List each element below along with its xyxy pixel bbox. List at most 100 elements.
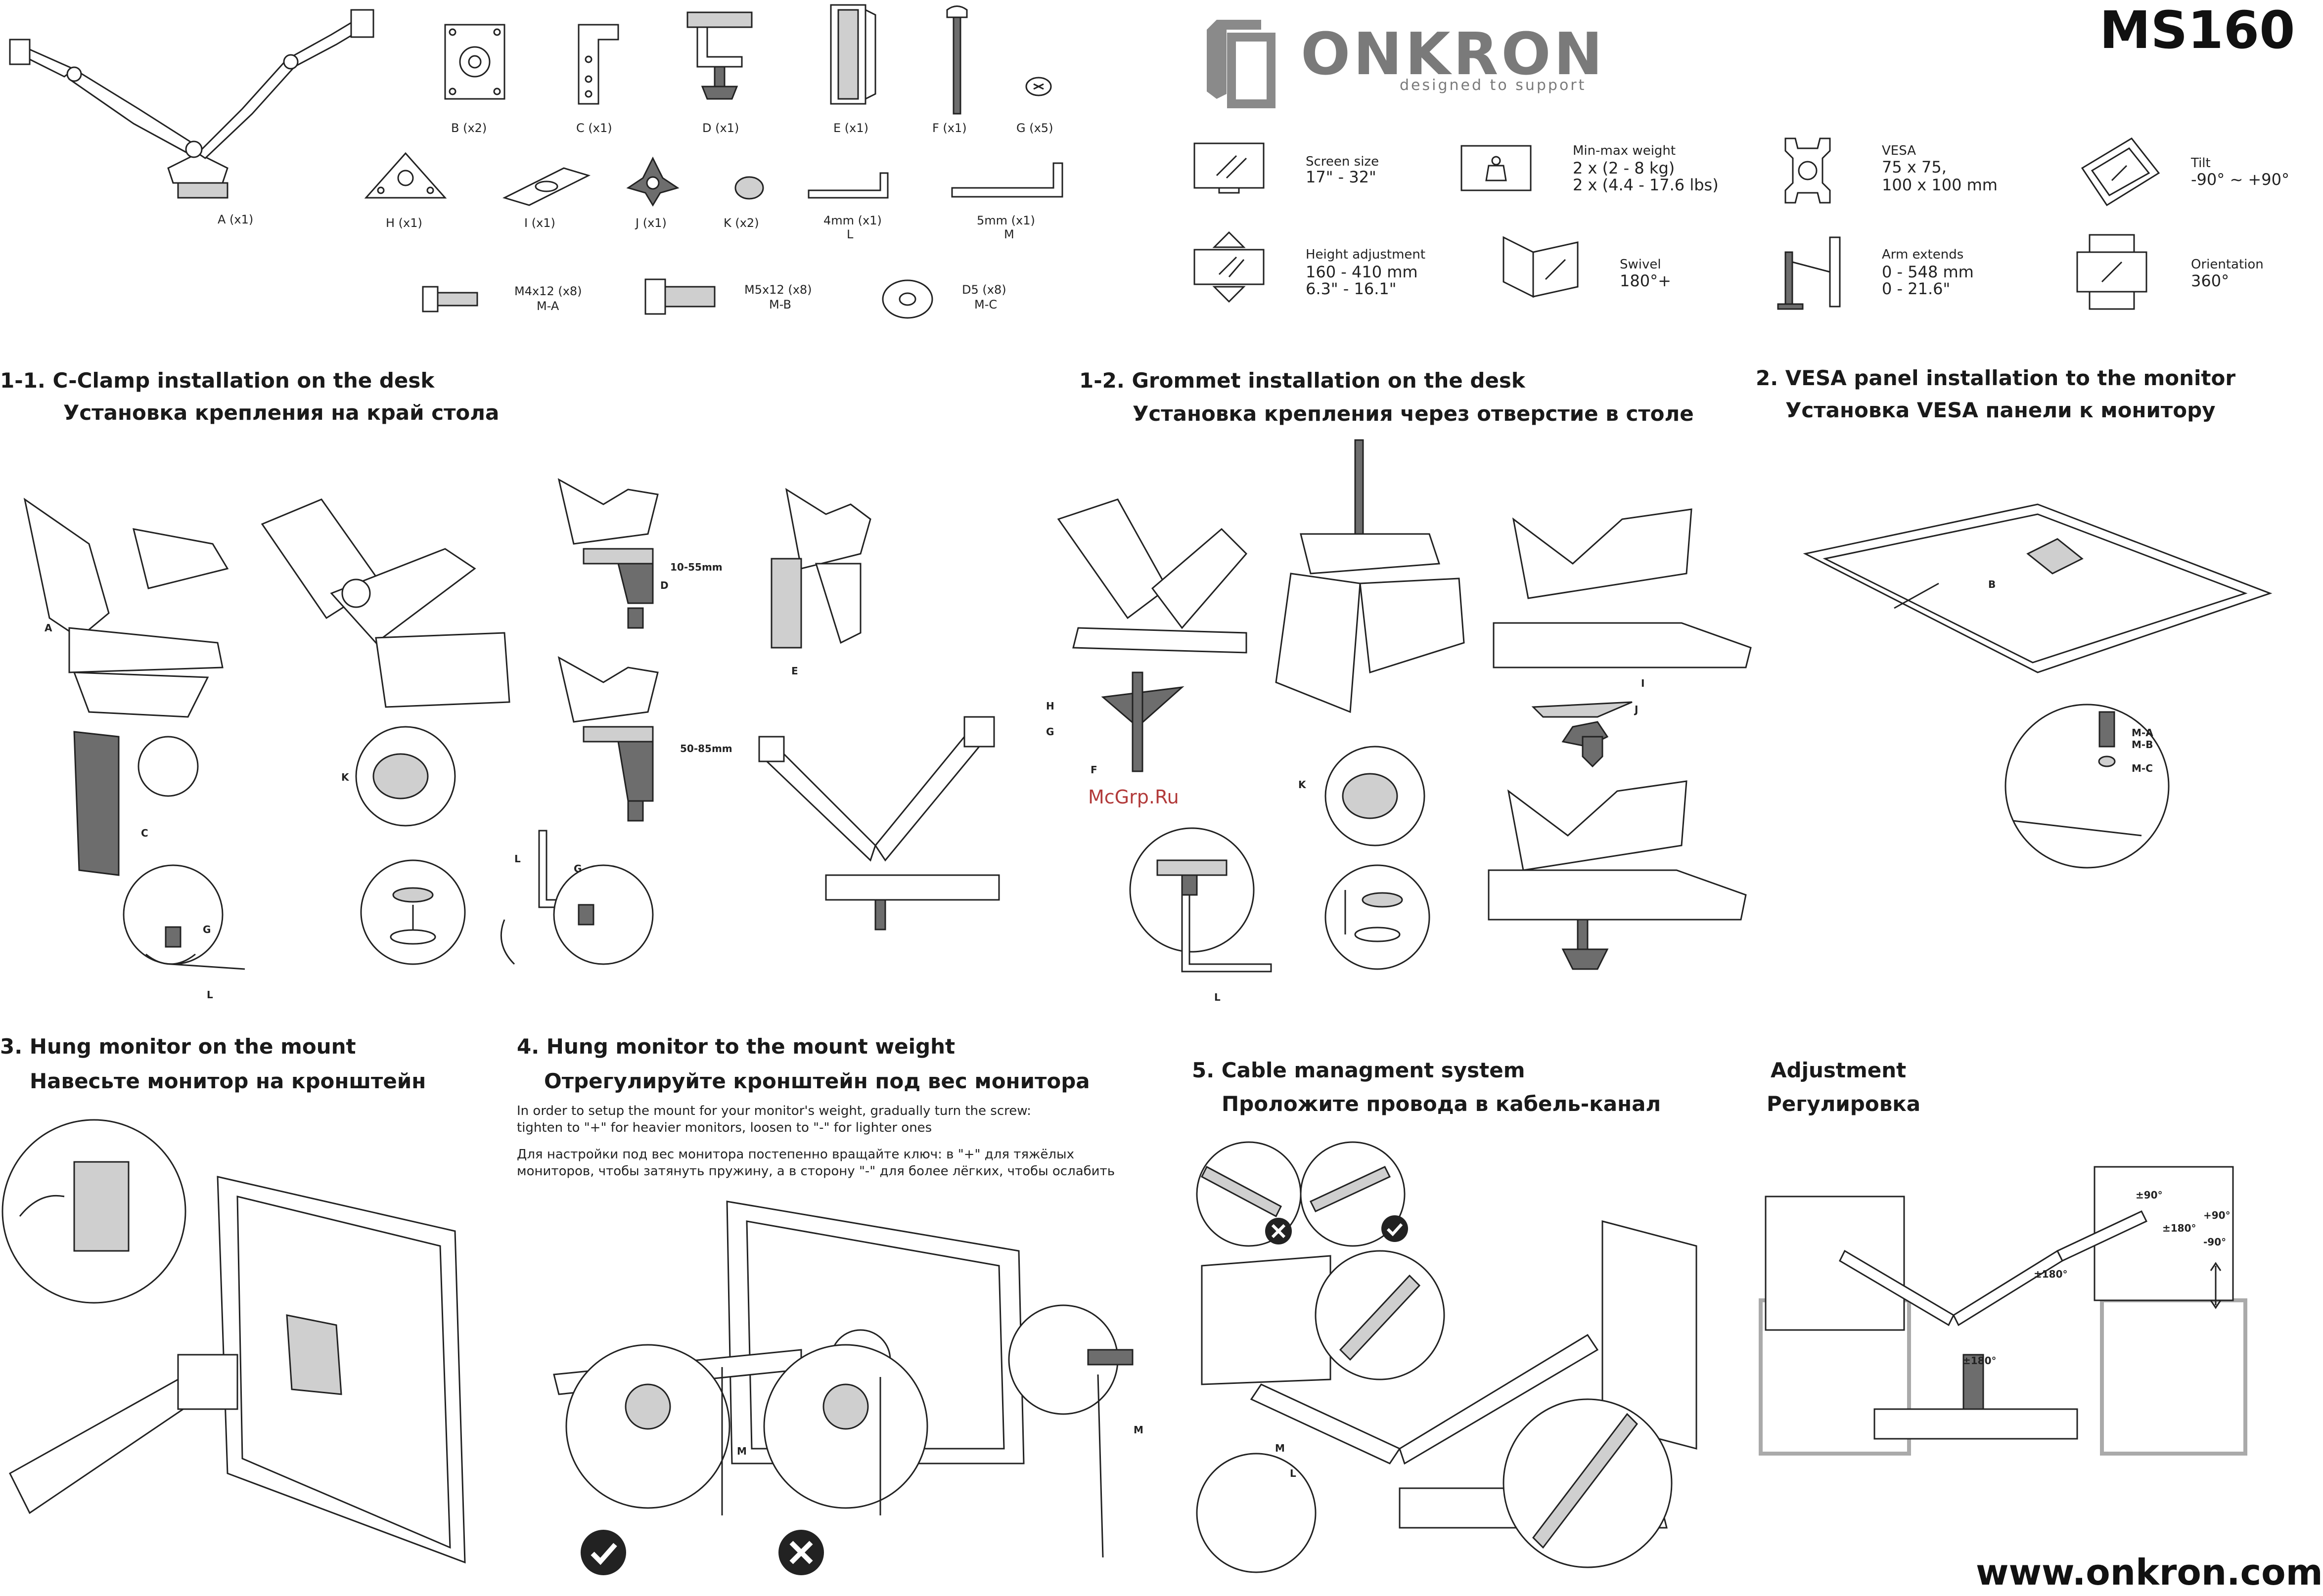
part-e-clamp-plate <box>826 0 880 109</box>
callout-g-3: G <box>1046 726 1054 738</box>
website-url[interactable]: www.onkron.com <box>1976 1552 2323 1593</box>
step-5-clip-right <box>1296 1137 1410 1251</box>
step-4-screw-ok <box>564 1318 732 1595</box>
step-5-cable-routing <box>1192 1216 1706 1592</box>
adjustment-dual-monitor <box>1756 1162 2250 1473</box>
spec-swivel-value: 180°+ <box>1620 271 1671 290</box>
step-1-1-clamp-10-55 <box>554 475 668 643</box>
spec-height-value-in: 6.3" - 16.1" <box>1306 279 1397 298</box>
step-1-2-cap-k <box>1321 742 1434 855</box>
callout-l-3: L <box>1214 991 1221 1003</box>
onkron-logo-mark <box>1207 20 1281 109</box>
part-sub-l: L <box>847 227 854 241</box>
part-label-m: 5mm (x1) <box>977 214 1035 227</box>
spec-vesa-label: VESA <box>1882 143 1916 158</box>
part-sub-ma: M-A <box>537 299 559 313</box>
brand-tagline: designed to support <box>1400 77 1587 94</box>
spec-orient-value: 360° <box>2191 271 2230 290</box>
step-1-1-cap-insert <box>356 855 470 969</box>
part-label-mc: D5 (x8) <box>962 283 1006 297</box>
callout-i: I <box>1641 677 1645 689</box>
spec-arm-label: Arm extends <box>1882 247 1964 262</box>
arm-extend-icon <box>1776 232 1845 311</box>
part-label-a: A (x1) <box>218 213 254 226</box>
callout-mc: M-C <box>2132 762 2153 774</box>
adjustment-title: Adjustment <box>1771 1058 1907 1082</box>
step-1-2-title-ru: Установка крепления через отверстие в ст… <box>1133 401 1694 426</box>
callout-mb: M-B <box>2132 739 2153 751</box>
part-label-k: K (x2) <box>724 216 759 230</box>
part-label-f: F (x1) <box>932 121 967 135</box>
part-label-i: I (x1) <box>524 216 555 230</box>
tilt-icon <box>2077 133 2161 208</box>
step-4-note-ru-2: мониторов, чтобы затянуть пружину, а в с… <box>517 1164 1115 1179</box>
step-1-2-desk-exploded <box>1484 499 1761 776</box>
swivel-icon <box>1499 232 1583 307</box>
step-1-2-rod-insert <box>1271 435 1469 722</box>
spec-arm-value-mm: 0 - 548 mm <box>1882 263 1974 281</box>
step-4-note-en-1: In order to setup the mount for your mon… <box>517 1104 1031 1118</box>
step-1-1-base-assembly <box>20 489 237 885</box>
callout-l-1: L <box>207 989 213 1001</box>
part-mc-washer <box>880 277 935 321</box>
callout-j: J <box>1635 704 1639 715</box>
part-label-c: C (x1) <box>576 121 612 135</box>
callout-m-1: M <box>737 1445 747 1457</box>
part-label-d: D (x1) <box>702 121 739 135</box>
error-cross-icon <box>778 1530 824 1575</box>
brand-name: ONKRON <box>1301 20 1606 88</box>
step-5-title-ru: Проложите провода в кабель-канал <box>1222 1092 1661 1116</box>
spec-screen-value: 17" - 32" <box>1306 168 1376 186</box>
callout-b: B <box>1988 578 1996 590</box>
callout-ma: M-A <box>2132 727 2153 739</box>
step-2-title: 2. VESA panel installation to the monito… <box>1756 366 2236 390</box>
callout-h: H <box>1046 700 1054 712</box>
step-1-2-title: 1-2. Grommet installation on the desk <box>1079 368 1525 393</box>
part-label-j: J (x1) <box>636 216 667 230</box>
callout-g-1: G <box>203 924 211 935</box>
step-1-2-desk-final <box>1479 771 1756 994</box>
step-4-note-ru-1: Для настройки под вес монитора постепенн… <box>517 1147 1074 1162</box>
part-label-ma: M4x12 (x8) <box>514 284 582 298</box>
step-1-2-hex-key-magnified <box>1128 821 1276 989</box>
watermark-text: McGrp.Ru <box>1088 786 1179 808</box>
spec-weight-value-lbs: 2 x (4.4 - 17.6 lbs) <box>1573 176 1719 194</box>
part-d-c-clamp <box>683 7 757 106</box>
step-4-title-ru: Отрегулируйте кронштейн под вес монитора <box>544 1069 1090 1093</box>
spec-arm-value-in: 0 - 21.6" <box>1882 279 1951 298</box>
part-f-threaded-rod <box>945 5 969 116</box>
callout-tilt-minus: -90° <box>2203 1236 2227 1248</box>
step-4-title: 4. Hung monitor to the mount weight <box>517 1034 956 1059</box>
step-1-1-magnified-screw <box>121 860 235 999</box>
spec-vesa-value-1: 75 x 75, <box>1882 158 1947 177</box>
callout-range-1: 10-55mm <box>670 561 723 573</box>
part-ma-screw-m4 <box>420 282 480 316</box>
spec-weight-value-kg: 2 x (2 - 8 kg) <box>1573 159 1675 177</box>
spec-height-value-mm: 160 - 410 mm <box>1306 263 1418 281</box>
step-2-monitor-back <box>1800 489 2275 687</box>
step-1-1-arm-closeup <box>257 494 524 791</box>
part-label-l: 4mm (x1) <box>823 214 882 227</box>
callout-rot180-1: ±180° <box>2162 1222 2196 1234</box>
callout-rot180-3: ±180° <box>1962 1355 1997 1367</box>
step-1-1-clamp-50-85 <box>554 653 668 831</box>
part-i-washer-plate <box>500 163 593 208</box>
step-4-screw-wrong <box>762 1318 930 1595</box>
step-5-title: 5. Cable managment system <box>1192 1058 1525 1082</box>
part-a-dual-arm <box>10 5 376 208</box>
callout-m-2: M <box>1134 1424 1143 1436</box>
part-label-mb: M5x12 (x8) <box>744 283 812 297</box>
callout-k-2: K <box>1298 779 1306 791</box>
spec-height-label: Height adjustment <box>1306 247 1426 262</box>
callout-l-2: L <box>514 853 521 865</box>
step-2-screw-magnified <box>2003 692 2156 880</box>
spec-orient-label: Orientation <box>2191 257 2264 272</box>
callout-d: D <box>660 579 669 591</box>
step-1-1-hex-key-l <box>495 826 658 969</box>
callout-c: C <box>141 827 148 839</box>
adjustment-title-ru: Регулировка <box>1767 1092 1921 1116</box>
callout-a: A <box>45 622 52 634</box>
step-1-1-cap-k <box>351 722 465 836</box>
spec-tilt-value: -90° ~ +90° <box>2191 170 2289 189</box>
part-label-g: G (x5) <box>1016 121 1053 135</box>
